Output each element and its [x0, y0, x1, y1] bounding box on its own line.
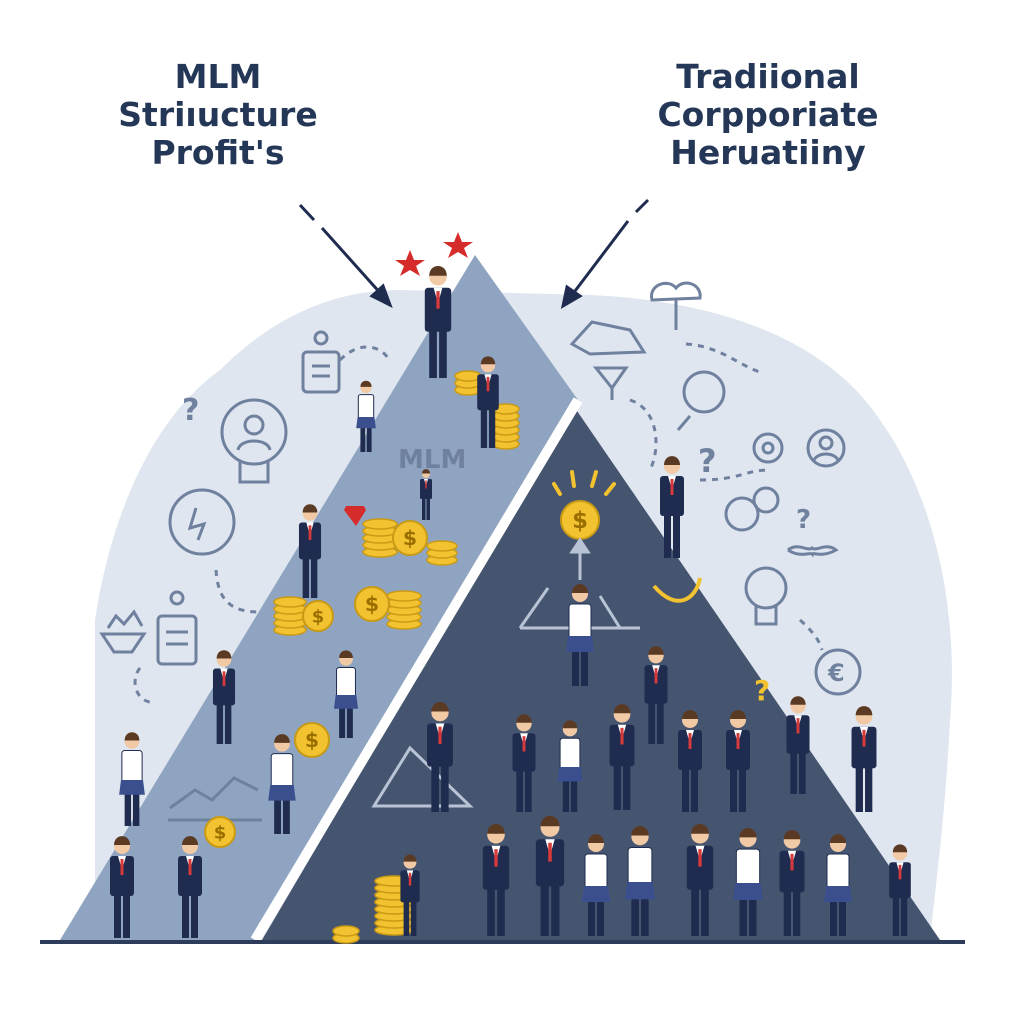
coin-stack [332, 925, 360, 944]
mlm-pyramid-text: MLM [398, 445, 466, 475]
price-tag-icon [156, 590, 198, 666]
person-figure [678, 710, 702, 812]
coin-stack [362, 518, 398, 558]
person-figure [889, 844, 911, 936]
corporate-hierarchy-label: Tradiional Corpporiate Heruatiiny [618, 58, 918, 172]
pointer-arrow-left [298, 203, 393, 309]
dollar-sign: $ [305, 728, 319, 752]
label-line: MLM [174, 57, 262, 96]
person-figure [609, 704, 635, 810]
person-figure [779, 830, 805, 936]
dollar-sign: $ [572, 508, 588, 534]
person-figure [356, 380, 376, 452]
person-figure [110, 836, 134, 938]
person-figure [424, 265, 452, 378]
dollar-coin-icon: $ [560, 500, 600, 540]
label-line: Profit's [151, 133, 285, 172]
label-line: Corpporiate [657, 95, 879, 134]
dashed-connector [133, 667, 151, 704]
lightning-gauge-icon [168, 488, 236, 556]
dashed-connector [214, 569, 261, 614]
mlm-structure-label: MLM Striıucture Profit's [88, 58, 348, 172]
pointer-arrow-right [560, 198, 650, 310]
red-down-arrow-icon [344, 506, 366, 526]
person-figure [851, 706, 877, 812]
person-figure [644, 646, 668, 744]
person-figure [400, 854, 420, 936]
dollar-sign: $ [312, 606, 325, 627]
people-group [110, 265, 911, 938]
label-line: Heruatiiny [670, 133, 866, 172]
dollar-coin-icon: $ [302, 600, 334, 632]
person-figure [212, 650, 236, 744]
lightbulb-icon [744, 566, 788, 626]
person-figure [624, 826, 656, 936]
person-figure [512, 714, 536, 812]
bowl-chart-icon [99, 609, 147, 654]
dollar-coin-icon: $ [392, 520, 428, 556]
dashed-connector [685, 342, 761, 374]
dollar-coin-icon: $ [354, 586, 390, 622]
person-figure [726, 710, 750, 812]
dashed-connector [629, 398, 658, 471]
person-figure [566, 584, 594, 686]
glow-rays [552, 470, 616, 496]
funnel-icon [592, 366, 629, 400]
user-circle-icon [806, 428, 846, 468]
person-figure [786, 696, 810, 794]
dollar-coins: $ $ $ $ $ $ [204, 500, 600, 848]
red-star-icon [395, 232, 473, 276]
coin-stack [426, 540, 458, 566]
person-figure [660, 456, 684, 558]
question-mark-icon: ? [754, 674, 770, 707]
dashed-connector [338, 345, 390, 362]
coin-stack [273, 596, 307, 636]
coin-stack [492, 403, 520, 450]
dollar-sign: $ [214, 822, 227, 843]
person-figure [178, 836, 202, 938]
question-mark-icon: ? [796, 505, 811, 535]
mustache-icon [787, 545, 839, 558]
label-line: Striıucture [118, 95, 318, 134]
question-mark-icon: ? [182, 393, 199, 428]
person-figure [268, 734, 296, 834]
cloud-icon [650, 281, 702, 330]
euro-coin-icon [814, 648, 862, 696]
dollar-coin-icon: $ [204, 816, 236, 848]
person-figure [582, 834, 610, 936]
dashed-connector [699, 468, 771, 482]
person-figure [298, 504, 322, 598]
person-figure [119, 732, 145, 826]
person-figure [333, 650, 359, 738]
person-figure [557, 720, 583, 812]
coin-stack [454, 370, 482, 396]
dollar-sign: $ [403, 526, 417, 550]
yellow-curved-arrow [652, 577, 702, 603]
person-figure [420, 469, 432, 520]
lightbulb-idea-icon [220, 398, 288, 484]
pyramid-divider [250, 397, 583, 943]
dollar-coin-icon: $ [294, 722, 330, 758]
person-figure [427, 702, 453, 812]
person-figure [477, 356, 499, 448]
question-mark-icon: ? [698, 442, 717, 480]
person-figure [535, 815, 565, 936]
euro-symbol: € [827, 659, 845, 687]
person-figure [686, 823, 714, 936]
target-icon [752, 432, 784, 464]
tag-checklist-icon [301, 330, 341, 394]
dollar-sign: $ [365, 592, 379, 616]
gears-icon [724, 486, 780, 532]
coin-stack [386, 590, 422, 630]
person-figure [824, 834, 852, 936]
dashed-connector [799, 618, 824, 651]
label-line: Tradiional [676, 57, 860, 96]
person-figure [482, 823, 510, 936]
mlm-pyramid [60, 255, 578, 940]
search-icon [676, 370, 726, 431]
person-figure [733, 828, 763, 936]
money-stack-icon [569, 320, 647, 356]
